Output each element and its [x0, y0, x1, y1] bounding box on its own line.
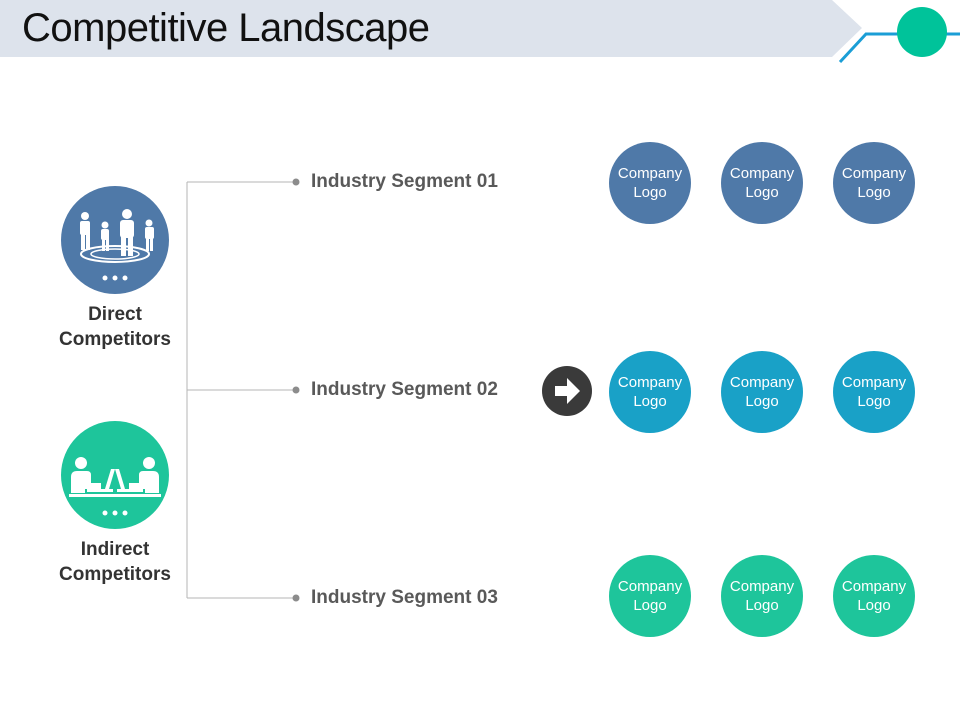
arrow-right-button[interactable]	[542, 366, 592, 416]
segment-label-03: Industry Segment 03	[311, 587, 498, 608]
company-logo-placeholder[interactable]: Company Logo	[609, 351, 691, 433]
connector-dot-3	[292, 594, 300, 602]
group-people-icon	[80, 209, 154, 281]
logo-text-line1: Company	[617, 578, 683, 595]
title-band	[0, 0, 862, 57]
direct-competitors-label: Direct Competitors	[35, 302, 195, 352]
logo-text-line2: Logo	[633, 184, 667, 201]
logo-text-line1: Company	[617, 374, 683, 391]
company-logo-placeholder[interactable]: Company Logo	[609, 555, 691, 637]
company-logo-placeholder[interactable]: Company Logo	[833, 351, 915, 433]
company-logo-placeholder[interactable]: Company Logo	[833, 142, 915, 224]
logo-text-line1: Company	[729, 165, 795, 182]
logo-text-line2: Logo	[745, 597, 779, 614]
logo-text-line2: Logo	[857, 597, 891, 614]
logo-text-line1: Company	[841, 374, 907, 391]
category-direct-competitors: Direct Competitors	[35, 186, 195, 352]
segment-label-01: Industry Segment 01	[311, 171, 498, 192]
category-indirect-competitors: Indirect Competitors	[35, 421, 195, 587]
logo-text-line1: Company	[729, 374, 795, 391]
logo-text-line2: Logo	[633, 597, 667, 614]
logo-text-line2: Logo	[633, 393, 667, 410]
logo-text-line2: Logo	[857, 184, 891, 201]
logo-text-line1: Company	[841, 578, 907, 595]
connector-dot-2	[292, 386, 300, 394]
indirect-competitors-label-line1: Indirect	[80, 539, 150, 560]
logo-text-line2: Logo	[857, 393, 891, 410]
connector-dot-1	[292, 178, 300, 186]
indirect-competitors-label-line2: Competitors	[59, 564, 171, 585]
people-at-laptops-icon	[69, 457, 161, 516]
direct-competitors-badge	[61, 186, 169, 294]
title-bar: Competitive Landscape	[0, 0, 960, 70]
logo-text-line2: Logo	[745, 184, 779, 201]
title-accent-dot	[897, 7, 947, 57]
arrow-right-icon	[555, 378, 580, 404]
company-logo-placeholder[interactable]: Company Logo	[833, 555, 915, 637]
company-logo-placeholder[interactable]: Company Logo	[721, 142, 803, 224]
direct-competitors-label-line2: Competitors	[59, 329, 171, 350]
direct-competitors-label-line1: Direct	[88, 304, 142, 325]
page-title: Competitive Landscape	[22, 6, 430, 50]
segment-label-02: Industry Segment 02	[311, 379, 498, 400]
logo-text-line1: Company	[841, 165, 907, 182]
title-banner-shape	[0, 0, 960, 64]
indirect-competitors-badge	[61, 421, 169, 529]
logo-text-line1: Company	[729, 578, 795, 595]
logo-text-line2: Logo	[745, 393, 779, 410]
indirect-competitors-label: Indirect Competitors	[35, 537, 195, 587]
company-logo-placeholder[interactable]: Company Logo	[721, 555, 803, 637]
company-logo-placeholder[interactable]: Company Logo	[721, 351, 803, 433]
logo-text-line1: Company	[617, 165, 683, 182]
company-logo-placeholder[interactable]: Company Logo	[609, 142, 691, 224]
